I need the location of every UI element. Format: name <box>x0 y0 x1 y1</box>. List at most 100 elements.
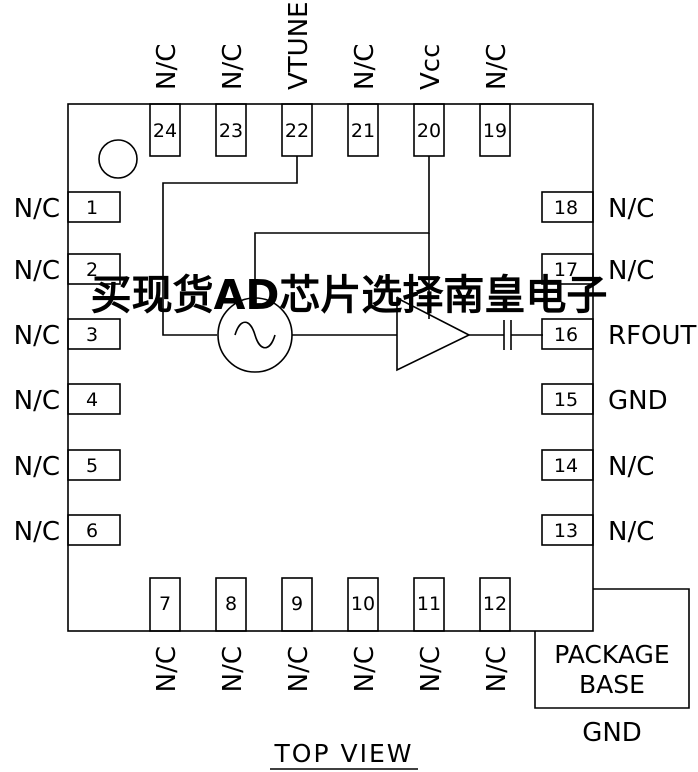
pin-6: 6 N/C <box>14 514 121 547</box>
pin-number: 2 <box>86 259 98 281</box>
package-base-gnd-label: GND <box>582 718 642 748</box>
pin-label: N/C <box>218 44 248 90</box>
pin-label: VTUNE <box>284 1 314 90</box>
pin-pad <box>67 514 121 546</box>
package-base-label-line1: PACKAGE <box>554 640 669 669</box>
internal-circuit <box>162 156 543 373</box>
pin-label: N/C <box>416 646 446 692</box>
pin-label: N/C <box>152 44 182 90</box>
pin-21: 21 N/C <box>347 44 380 157</box>
pin-number: 22 <box>285 120 309 142</box>
pin-label: N/C <box>152 646 182 692</box>
pin-number: 11 <box>417 593 441 615</box>
pin-label: N/C <box>608 194 654 224</box>
pin-1: 1 N/C <box>14 191 121 224</box>
pin-number: 3 <box>86 324 98 346</box>
pin-number: 24 <box>153 120 177 142</box>
pin-pad <box>281 103 313 157</box>
pin-label: N/C <box>608 256 654 286</box>
pin-pad <box>149 103 181 157</box>
pin-label: RFOUT <box>608 321 697 351</box>
pin-pad <box>541 318 594 350</box>
pin-number: 10 <box>351 593 375 615</box>
pin-number: 17 <box>554 259 578 281</box>
pin-pad <box>413 103 445 157</box>
watermark-text: 买现货AD芯片选择南皇电子 <box>91 271 608 319</box>
pin-14: 14 N/C <box>541 449 654 482</box>
pin-pad <box>67 318 121 350</box>
pin-label: Vcc <box>416 44 446 90</box>
pin-5: 5 N/C <box>14 449 121 482</box>
pin-pad <box>281 577 313 632</box>
pin-number: 15 <box>554 389 578 411</box>
pin-number: 16 <box>554 324 578 346</box>
pin-number: 6 <box>86 520 98 542</box>
pin-15: 15 GND <box>541 383 668 416</box>
pin-label: N/C <box>350 646 380 692</box>
pin-pad <box>479 577 511 632</box>
pin-17: 17 N/C <box>541 253 654 286</box>
pin-label: N/C <box>14 452 60 482</box>
pin-pad <box>149 577 181 632</box>
pin-2: 2 N/C <box>14 253 121 286</box>
pin-label: N/C <box>218 646 248 692</box>
pin-number: 8 <box>225 593 237 615</box>
pin-4: 4 N/C <box>14 383 121 416</box>
pin-24: 24 N/C <box>149 44 182 157</box>
pin-number: 12 <box>483 593 507 615</box>
pin-pad <box>413 577 445 632</box>
pin-7: 7 N/C <box>149 577 182 692</box>
pin-number: 21 <box>351 120 375 142</box>
pin-number: 13 <box>554 520 578 542</box>
pin-number: 19 <box>483 120 507 142</box>
pin-20: 20 Vcc <box>413 44 446 157</box>
pin-9: 9 N/C <box>281 577 314 692</box>
pin-16: 16 RFOUT <box>541 318 697 351</box>
pin-pad <box>67 191 121 223</box>
pin-label: N/C <box>14 386 60 416</box>
pin-pad <box>541 191 594 223</box>
pin-label: N/C <box>608 452 654 482</box>
pin-22: 22 VTUNE <box>281 1 314 157</box>
pin-label: N/C <box>14 194 60 224</box>
package-base-outline <box>534 588 690 709</box>
pin-13: 13 N/C <box>541 514 654 547</box>
pin-10: 10 N/C <box>347 577 380 692</box>
pin-3: 3 N/C <box>14 318 121 351</box>
sine-wave-icon <box>234 321 276 349</box>
pin-label: N/C <box>14 517 60 547</box>
pin-19: 19 N/C <box>479 44 512 157</box>
vtune-trace <box>162 156 298 336</box>
pin-23: 23 N/C <box>215 44 248 157</box>
pin1-indicator-dot <box>98 139 138 179</box>
pin-pad <box>215 577 247 632</box>
pin-number: 4 <box>86 389 98 411</box>
vcc-trace <box>254 156 430 298</box>
pin-label: N/C <box>284 646 314 692</box>
pin-label: GND <box>608 386 668 416</box>
pin-number: 18 <box>554 197 578 219</box>
pin-8: 8 N/C <box>215 577 248 692</box>
pin-pad <box>541 449 594 481</box>
pin-number: 14 <box>554 455 578 477</box>
view-title: TOP VIEW <box>274 739 414 768</box>
package-base-label-line2: BASE <box>579 670 645 699</box>
pin-18: 18 N/C <box>541 191 654 224</box>
pin-label: N/C <box>14 321 60 351</box>
pin-pad <box>67 449 121 481</box>
pin-12: 12 N/C <box>479 577 512 692</box>
chip-package <box>67 103 594 632</box>
pin-number: 20 <box>417 120 441 142</box>
pin-pad <box>479 103 511 157</box>
pin-label: N/C <box>14 256 60 286</box>
pin-number: 9 <box>291 593 303 615</box>
pin-pad <box>541 514 594 546</box>
pin-number: 5 <box>86 455 98 477</box>
amplifier-triangle-icon <box>396 296 471 372</box>
pin-label: N/C <box>482 44 512 90</box>
pin-label: N/C <box>608 517 654 547</box>
pin-label: N/C <box>350 44 380 90</box>
package-base: PACKAGE BASE GND <box>534 588 690 748</box>
pin-pad <box>215 103 247 157</box>
